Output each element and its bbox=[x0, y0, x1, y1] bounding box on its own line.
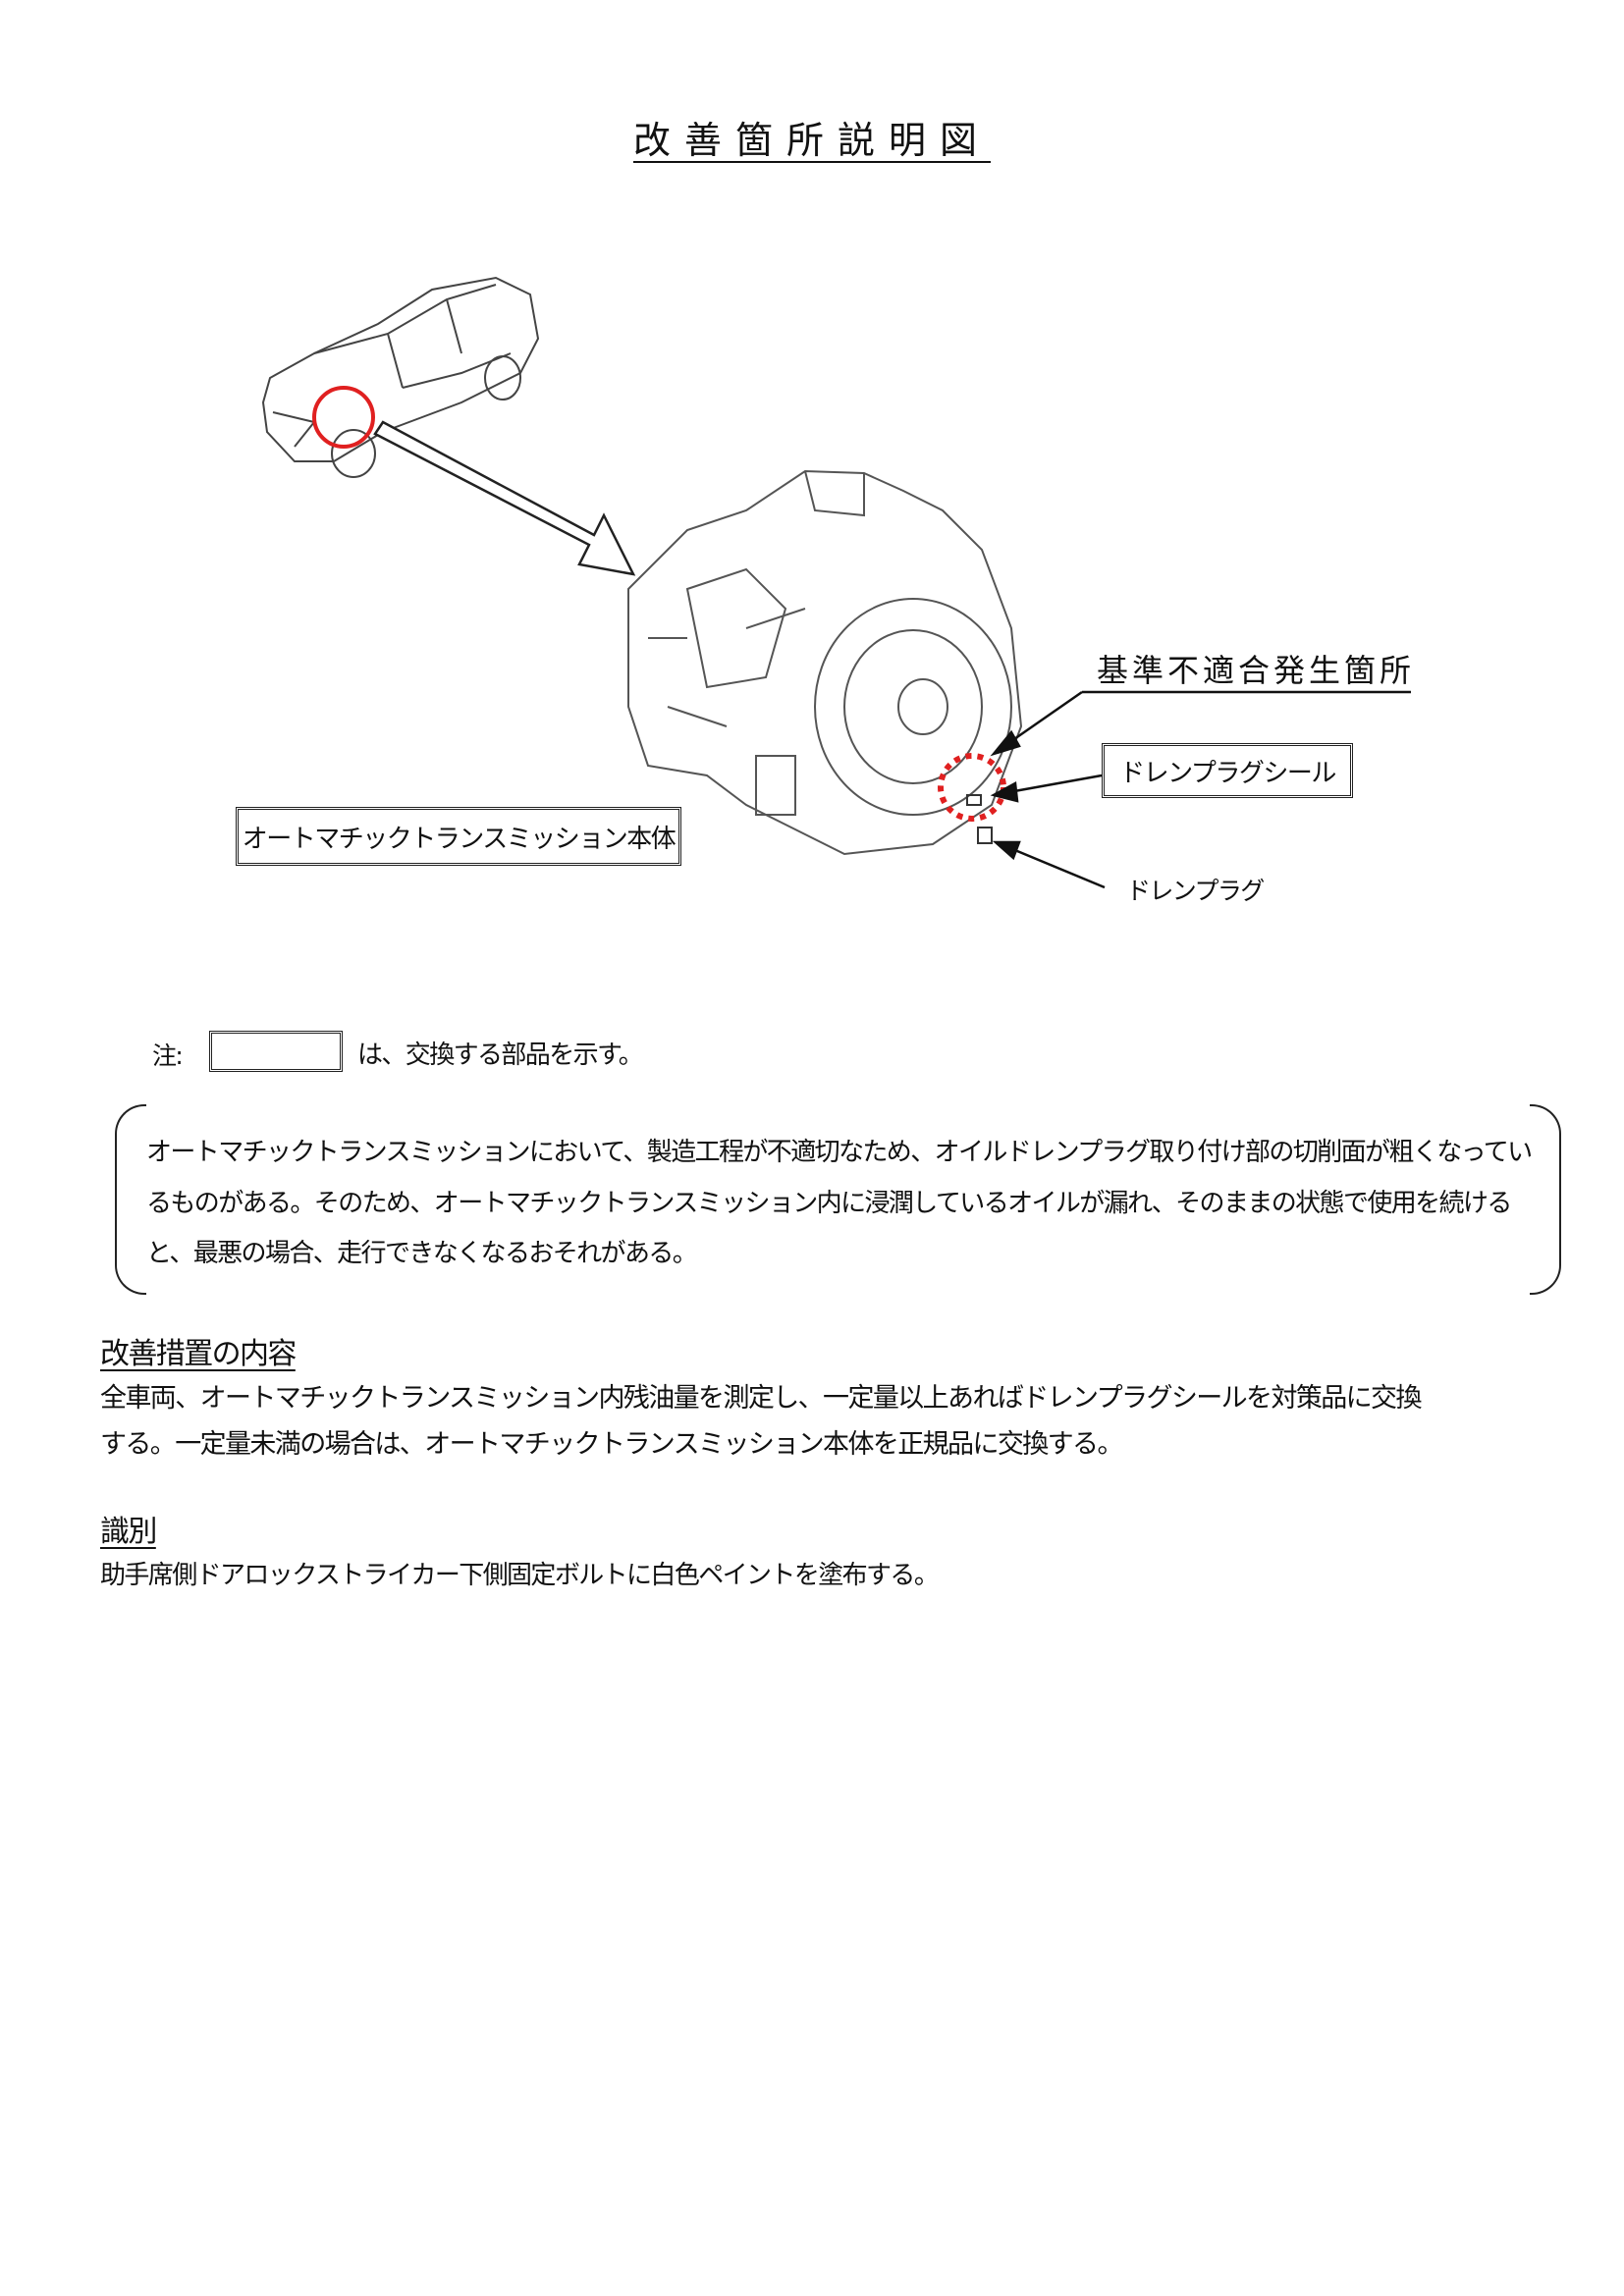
defect-location-circle bbox=[938, 753, 1006, 822]
right-bracket bbox=[1530, 1104, 1561, 1295]
remedy-line: する。一定量未満の場合は、オートマチックトランスミッション本体を正規品に交換する… bbox=[100, 1429, 1123, 1460]
drain-plug-label: ドレンプラグ bbox=[1126, 877, 1265, 905]
description-line: るものがある。そのため、オートマチックトランスミッション内に浸潤しているオイルが… bbox=[146, 1189, 1512, 1218]
drain-plug-seal-label: ドレンプラグシール bbox=[1102, 743, 1353, 798]
description-line: と、最悪の場合、走行できなくなるおそれがある。 bbox=[146, 1239, 698, 1268]
note-prefix: 注: bbox=[152, 1041, 184, 1070]
location-highlight-circle bbox=[312, 386, 375, 449]
remedy-line: 全車両、オートマチックトランスミッション内残油量を測定し、一定量以上あればドレン… bbox=[100, 1383, 1422, 1414]
title-text: 改善箇所説明図 bbox=[632, 119, 991, 162]
defect-location-label: 基準不適合発生箇所 bbox=[1097, 652, 1416, 689]
diagram-illustration bbox=[261, 276, 1411, 889]
description-box: オートマチックトランスミッションにおいて、製造工程が不適切なため、オイルドレンプ… bbox=[115, 1104, 1561, 1295]
transmission-label: オートマチックトランスミッション本体 bbox=[236, 807, 681, 866]
transmission-illustration bbox=[627, 469, 1023, 856]
page-title: 改善箇所説明図 bbox=[0, 110, 1624, 164]
identification-heading: 識別 bbox=[100, 1515, 157, 1549]
note-text: は、交換する部品を示す。 bbox=[357, 1041, 644, 1070]
left-bracket bbox=[115, 1104, 146, 1295]
remedy-heading: 改善措置の内容 bbox=[100, 1337, 297, 1371]
note-legend-box bbox=[209, 1031, 343, 1072]
identification-text: 助手席側ドアロックストライカー下側固定ボルトに白色ペイントを塗布する。 bbox=[100, 1561, 940, 1590]
pointer-arrow bbox=[373, 420, 636, 576]
description-line: オートマチックトランスミッションにおいて、製造工程が不適切なため、オイルドレンプ… bbox=[146, 1138, 1533, 1167]
